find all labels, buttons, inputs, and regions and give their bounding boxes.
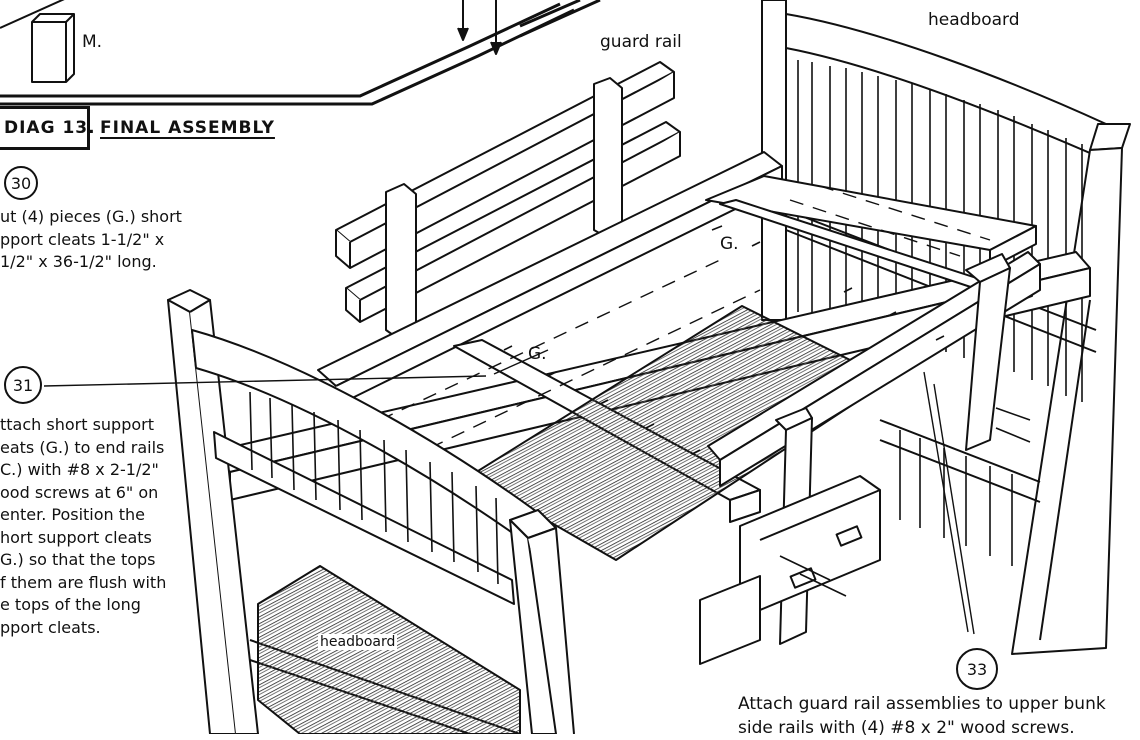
step-31-line: ttach short support: [0, 415, 155, 434]
step-33-text: Attach guard rail assemblies to upper bu…: [738, 692, 1106, 740]
heading-title: FINAL ASSEMBLY: [100, 118, 275, 138]
footboard: [167, 289, 575, 734]
step-30-text: ut (4) pieces (G.) short pport cleats 1-…: [0, 206, 182, 274]
step-31-text: ttach short support eats (G.) to end rai…: [0, 414, 166, 639]
step-31-line: G.) so that the tops: [0, 550, 156, 569]
step-30-line: 1/2" x 36-1/2" long.: [0, 252, 157, 271]
step-33-number: 33: [966, 659, 988, 679]
lower-bunk-drawer: [699, 475, 881, 665]
headboard-lower-label: headboard: [318, 634, 398, 650]
step-31-line: C.) with #8 x 2-1/2": [0, 460, 159, 479]
step-33-circle: 33: [956, 648, 998, 690]
section-separator: [0, 2, 575, 106]
step-31-line: pport cleats.: [0, 617, 101, 637]
step-31-line: e tops of the long: [0, 595, 141, 614]
headboard-upper-label: headboard: [928, 10, 1020, 30]
heading-number: DIAG 13.: [4, 118, 96, 138]
step-31-line: f them are flush with: [0, 572, 167, 592]
step-31-circle: 31: [4, 366, 42, 404]
cleat-g-upper-label: G.: [720, 234, 739, 254]
guard-rail-label: guard rail: [600, 32, 682, 52]
part-m-label: M.: [82, 32, 103, 52]
heading-number-box: [0, 106, 90, 150]
step-31-number: 31: [12, 375, 34, 395]
step-31-line: enter. Position the: [0, 505, 146, 524]
step-31-line: ood screws at 6" on: [0, 482, 159, 502]
screw-icons: [503, 225, 1031, 597]
cleat-g-lower-label: G.: [528, 344, 547, 364]
step-30-line: pport cleats 1-1/2" x: [0, 229, 165, 249]
step-31-line: hort support cleats: [0, 527, 152, 547]
step-33-line: side rails with (4) #8 x 2" wood screws.: [738, 718, 1075, 738]
headboard-upper: [761, 0, 1131, 655]
lower-mattress: [257, 565, 521, 734]
step-33-line: Attach guard rail assemblies to upper bu…: [738, 694, 1106, 714]
step-30-line: ut (4) pieces (G.) short: [0, 207, 182, 226]
step-30-number: 30: [10, 173, 32, 193]
guard-rail-panel: [335, 61, 681, 341]
step-31-line: eats (G.) to end rails: [0, 437, 165, 457]
leader-lines: [43, 349, 975, 635]
step-30-circle: 30: [4, 166, 38, 200]
